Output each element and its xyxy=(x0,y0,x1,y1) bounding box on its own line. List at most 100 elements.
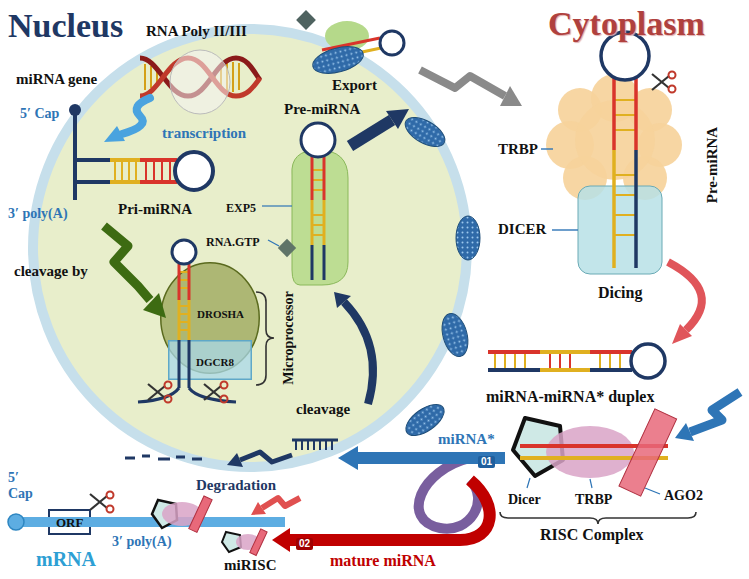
text-holder: 3′ poly(A) xyxy=(8,204,68,222)
strand-ribbons xyxy=(272,446,505,552)
nucleus-region-shape xyxy=(33,29,467,467)
risc-complex xyxy=(513,409,677,496)
text-holder: 3′ poly(A) xyxy=(112,532,172,550)
scissors xyxy=(148,382,172,403)
enzyme-name: RNA Poly II/III xyxy=(146,23,247,40)
text-holder: cleavage by xyxy=(14,262,88,280)
protein-name: DROSHA xyxy=(197,308,244,321)
scissors xyxy=(652,72,676,93)
complex-name: miRISC xyxy=(224,557,277,574)
text-holder: AGO2 xyxy=(664,486,703,504)
text-holder: 02 xyxy=(296,533,313,551)
text-holder: miRNA-miRNA* duplex xyxy=(486,388,654,406)
molecule-name: Pri-miRNA xyxy=(118,201,192,218)
dgcr8-box-shape xyxy=(169,341,252,380)
text-holder: Pri-miRNA xyxy=(118,200,192,218)
text-holder: Nucleus xyxy=(8,6,123,45)
text-holder: mRNA xyxy=(36,548,96,571)
protein-name: TRBP xyxy=(575,492,612,508)
text-holder: Degradation xyxy=(196,476,276,494)
scissors xyxy=(204,382,228,403)
region-title: Nucleus xyxy=(8,6,123,45)
molecule-name: Pre-miRNA xyxy=(704,127,721,203)
pri-mirna xyxy=(69,104,213,200)
end-label: 3′ poly(A) xyxy=(8,206,68,222)
cleavage-arrow xyxy=(104,226,166,318)
path-number: 01 xyxy=(478,456,495,468)
text-holder: transcription xyxy=(162,124,246,142)
protein-name: AGO2 xyxy=(664,488,703,504)
gene-name: miRNA gene xyxy=(16,71,97,88)
region-name: ORF xyxy=(56,516,83,531)
protein-name: TRBP xyxy=(498,141,538,158)
molecule-name: Pre-miRNA xyxy=(284,101,360,118)
step-label: transcription xyxy=(162,125,246,142)
bracket xyxy=(500,512,696,524)
text-holder: Pre-miRNA xyxy=(284,100,360,118)
loading-arrow xyxy=(675,392,740,441)
strand-name: miRNA* xyxy=(438,431,495,448)
text-holder: 5′ Cap xyxy=(8,470,33,502)
text-holder: ORF xyxy=(56,513,83,531)
text-holder: Pre-miRNA xyxy=(703,127,721,203)
path-number: 02 xyxy=(296,538,313,550)
text-holder: mature miRNA xyxy=(330,552,436,570)
cleavage-arrow xyxy=(334,292,373,404)
molecule-name: mRNA xyxy=(36,548,96,571)
protein-name: DICER xyxy=(498,221,546,238)
step-label: Export xyxy=(332,77,377,94)
complex-name: RISC Complex xyxy=(540,526,644,544)
strand-name: mature miRNA xyxy=(330,552,436,570)
cofactor-name: RNA.GTP xyxy=(206,236,260,250)
transcription-arrow xyxy=(104,98,150,142)
text-holder: DROSHA xyxy=(197,304,244,322)
protein-name: DGCR8 xyxy=(196,356,234,369)
end-label: 5′ Cap xyxy=(20,106,59,122)
text-holder: TRBP xyxy=(498,140,538,158)
text-holder: Dicing xyxy=(598,284,642,302)
molecule-name: miRNA-miRNA* duplex xyxy=(486,388,654,406)
text-holder: RNA Poly II/III xyxy=(146,22,247,40)
pre-mirna-exp5 xyxy=(262,123,348,285)
mrna xyxy=(8,514,285,530)
protein-name: EXP5 xyxy=(226,202,256,216)
text-holder: DGCR8 xyxy=(196,352,234,370)
text-holder: RNA.GTP xyxy=(206,232,260,250)
silencing-arrow xyxy=(251,498,300,515)
dicing-arrow xyxy=(668,262,702,344)
mirisc-icon xyxy=(222,529,267,556)
mirna-duplex xyxy=(488,344,665,378)
text-holder: cleavage xyxy=(296,400,350,418)
transport-arrow xyxy=(420,70,522,106)
complex-name: Microprocessor xyxy=(281,291,297,385)
end-label: 3′ poly(A) xyxy=(112,534,172,550)
degradation xyxy=(125,440,338,467)
step-label: Degradation xyxy=(196,477,276,494)
text-holder: Dicer xyxy=(508,490,541,508)
text-holder: EXP5 xyxy=(226,198,256,216)
dgcr8-box: DGCR8 xyxy=(168,340,252,380)
step-label: cleavage xyxy=(296,401,350,418)
dicer-complex xyxy=(541,32,682,274)
region-title: Cytoplasm xyxy=(548,4,705,43)
protein-name: Dicer xyxy=(508,492,541,508)
text-holder: miRISC xyxy=(224,556,277,574)
step-label: Dicing xyxy=(598,284,642,302)
text-holder: miRNA* xyxy=(438,430,495,448)
export-complex xyxy=(296,10,404,78)
text-holder: TRBP xyxy=(575,490,612,508)
text-holder: miRNA gene xyxy=(16,70,97,88)
text-holder: 01 xyxy=(478,451,495,469)
text-holder: 5′ Cap xyxy=(20,104,59,122)
text-holder: DICER xyxy=(498,220,546,238)
polymerase xyxy=(170,50,230,114)
mirisc-icon xyxy=(152,496,212,532)
bracket xyxy=(256,292,274,385)
microprocessor-hairpin xyxy=(138,240,236,402)
step-label: cleavage by xyxy=(14,263,88,280)
text-holder: Microprocessor xyxy=(279,291,297,385)
text-holder: Cytoplasm xyxy=(548,4,705,43)
text-holder: RISC Complex xyxy=(540,526,644,544)
